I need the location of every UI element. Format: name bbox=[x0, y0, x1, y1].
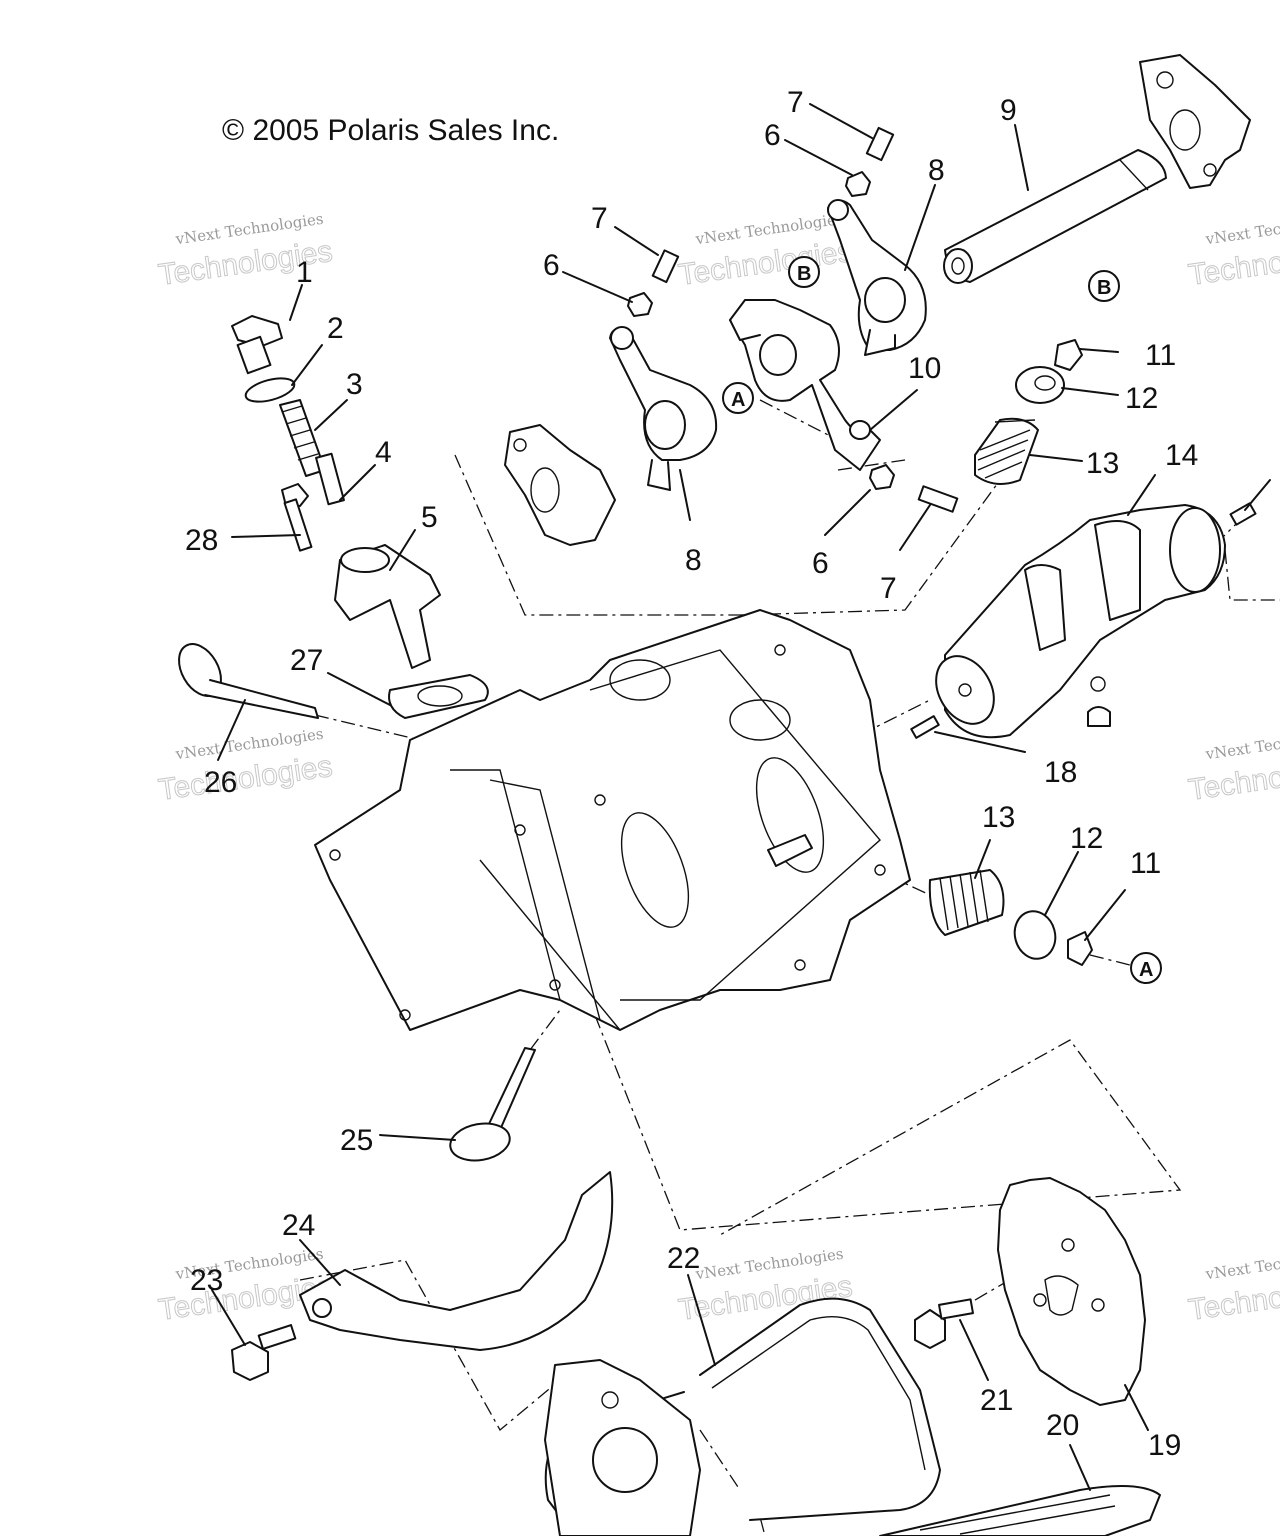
tensioner-bolt-long bbox=[281, 483, 313, 552]
tensioner-body bbox=[334, 544, 441, 669]
callout-9: 9 bbox=[1000, 94, 1017, 127]
svg-text:B: B bbox=[1097, 277, 1111, 299]
callout-11: 11 bbox=[1130, 847, 1161, 880]
dowel-pin bbox=[1229, 502, 1257, 526]
rocker-arm-center bbox=[729, 299, 881, 471]
valve-keeper bbox=[1054, 339, 1083, 371]
callout-28: 28 bbox=[185, 524, 218, 557]
watermark: vNext Technologies Technologies bbox=[1186, 210, 1280, 293]
rocker-arm-left bbox=[609, 326, 718, 491]
callout-12: 12 bbox=[1125, 382, 1158, 415]
callout-2: 2 bbox=[327, 312, 344, 345]
intake-valve bbox=[449, 1047, 536, 1162]
callout-4: 4 bbox=[375, 436, 392, 469]
callout-27: 27 bbox=[290, 644, 323, 677]
sealing-washer bbox=[244, 377, 296, 403]
adjuster-screw bbox=[917, 485, 959, 513]
spring-retainer bbox=[1015, 366, 1065, 404]
callout-11: 11 bbox=[1145, 339, 1176, 372]
cylinder-head bbox=[314, 609, 911, 1031]
reference-circle-a: A bbox=[1130, 952, 1162, 984]
crankcase-cover bbox=[544, 1359, 701, 1536]
reference-circle-b: B bbox=[788, 256, 820, 288]
cam-sprocket bbox=[997, 1177, 1146, 1406]
callout-8: 8 bbox=[685, 544, 702, 577]
svg-text:A: A bbox=[1139, 959, 1153, 981]
exhaust-valve bbox=[178, 643, 319, 719]
callout-13: 13 bbox=[1086, 447, 1119, 480]
callout-7: 7 bbox=[787, 86, 804, 119]
reference-circle-a: A bbox=[722, 382, 754, 414]
svg-text:B: B bbox=[797, 263, 811, 285]
watermark: vNext Technologies Technologies bbox=[1186, 1245, 1280, 1328]
tensioner-gasket bbox=[388, 674, 489, 719]
callout-5: 5 bbox=[421, 501, 438, 534]
watermark: vNext Technologies Technologies bbox=[156, 725, 335, 808]
adjuster-screw bbox=[651, 249, 680, 284]
callout-1: 1 bbox=[296, 256, 313, 289]
svg-text:vNext Technologies: vNext Technologies bbox=[1204, 725, 1280, 764]
dowel-pin bbox=[910, 715, 940, 739]
callout-12: 12 bbox=[1070, 822, 1103, 855]
callout-8: 8 bbox=[928, 154, 945, 187]
callout-22: 22 bbox=[667, 1242, 700, 1275]
svg-text:vNext Technologies: vNext Technologies bbox=[1204, 1245, 1280, 1284]
callout-3: 3 bbox=[346, 368, 363, 401]
valve-spring bbox=[974, 417, 1039, 485]
callout-labels: 7 6 9 8 7 6 1 2 3 4 5 28 27 26 8 10 11 1… bbox=[185, 86, 1198, 1462]
callout-18: 18 bbox=[1044, 756, 1077, 789]
copyright-text: © 2005 Polaris Sales Inc. bbox=[222, 114, 559, 147]
callout-23: 23 bbox=[190, 1264, 223, 1297]
callout-6: 6 bbox=[764, 119, 781, 152]
rocker-arm-upper bbox=[827, 199, 927, 356]
lock-nut bbox=[869, 464, 895, 490]
callout-26: 26 bbox=[204, 766, 237, 799]
reference-circle-b: B bbox=[1088, 270, 1120, 302]
tensioner-plunger bbox=[315, 452, 345, 506]
lock-nut bbox=[845, 171, 871, 197]
lock-nut bbox=[627, 292, 653, 317]
valve-spring-lower bbox=[928, 869, 1005, 936]
watermark: vNext Technologies Technologies bbox=[1186, 725, 1280, 808]
callout-7: 7 bbox=[591, 202, 608, 235]
callout-19: 19 bbox=[1148, 1429, 1181, 1462]
callout-10: 10 bbox=[908, 352, 941, 385]
spring-retainer-lower bbox=[1013, 910, 1057, 960]
callout-13: 13 bbox=[982, 801, 1015, 834]
callout-24: 24 bbox=[282, 1209, 315, 1242]
leader-lines bbox=[211, 103, 1271, 1491]
tensioner-bolt bbox=[231, 315, 283, 375]
watermark: vNext Technologies Technologies bbox=[676, 210, 855, 293]
adjuster-screw bbox=[865, 126, 895, 162]
callout-14: 14 bbox=[1165, 439, 1198, 472]
callout-6: 6 bbox=[812, 547, 829, 580]
callout-20: 20 bbox=[1046, 1409, 1079, 1442]
svg-text:A: A bbox=[731, 389, 745, 411]
camshaft bbox=[935, 504, 1226, 739]
lower-chain-guide bbox=[879, 1485, 1161, 1536]
sprocket-bolt bbox=[914, 1298, 974, 1349]
chain-guide bbox=[299, 1171, 614, 1351]
cam-bearing-cap bbox=[504, 424, 616, 546]
callout-21: 21 bbox=[980, 1384, 1013, 1417]
callout-25: 25 bbox=[340, 1124, 373, 1157]
guide-bolt bbox=[231, 1324, 297, 1381]
callout-7: 7 bbox=[880, 572, 897, 605]
svg-text:vNext Technologies: vNext Technologies bbox=[1204, 210, 1280, 249]
reference-letters: B B A A bbox=[722, 256, 1162, 984]
rocker-shaft bbox=[943, 149, 1167, 284]
callout-6: 6 bbox=[543, 249, 560, 282]
rocker-support-bracket bbox=[1139, 54, 1251, 189]
